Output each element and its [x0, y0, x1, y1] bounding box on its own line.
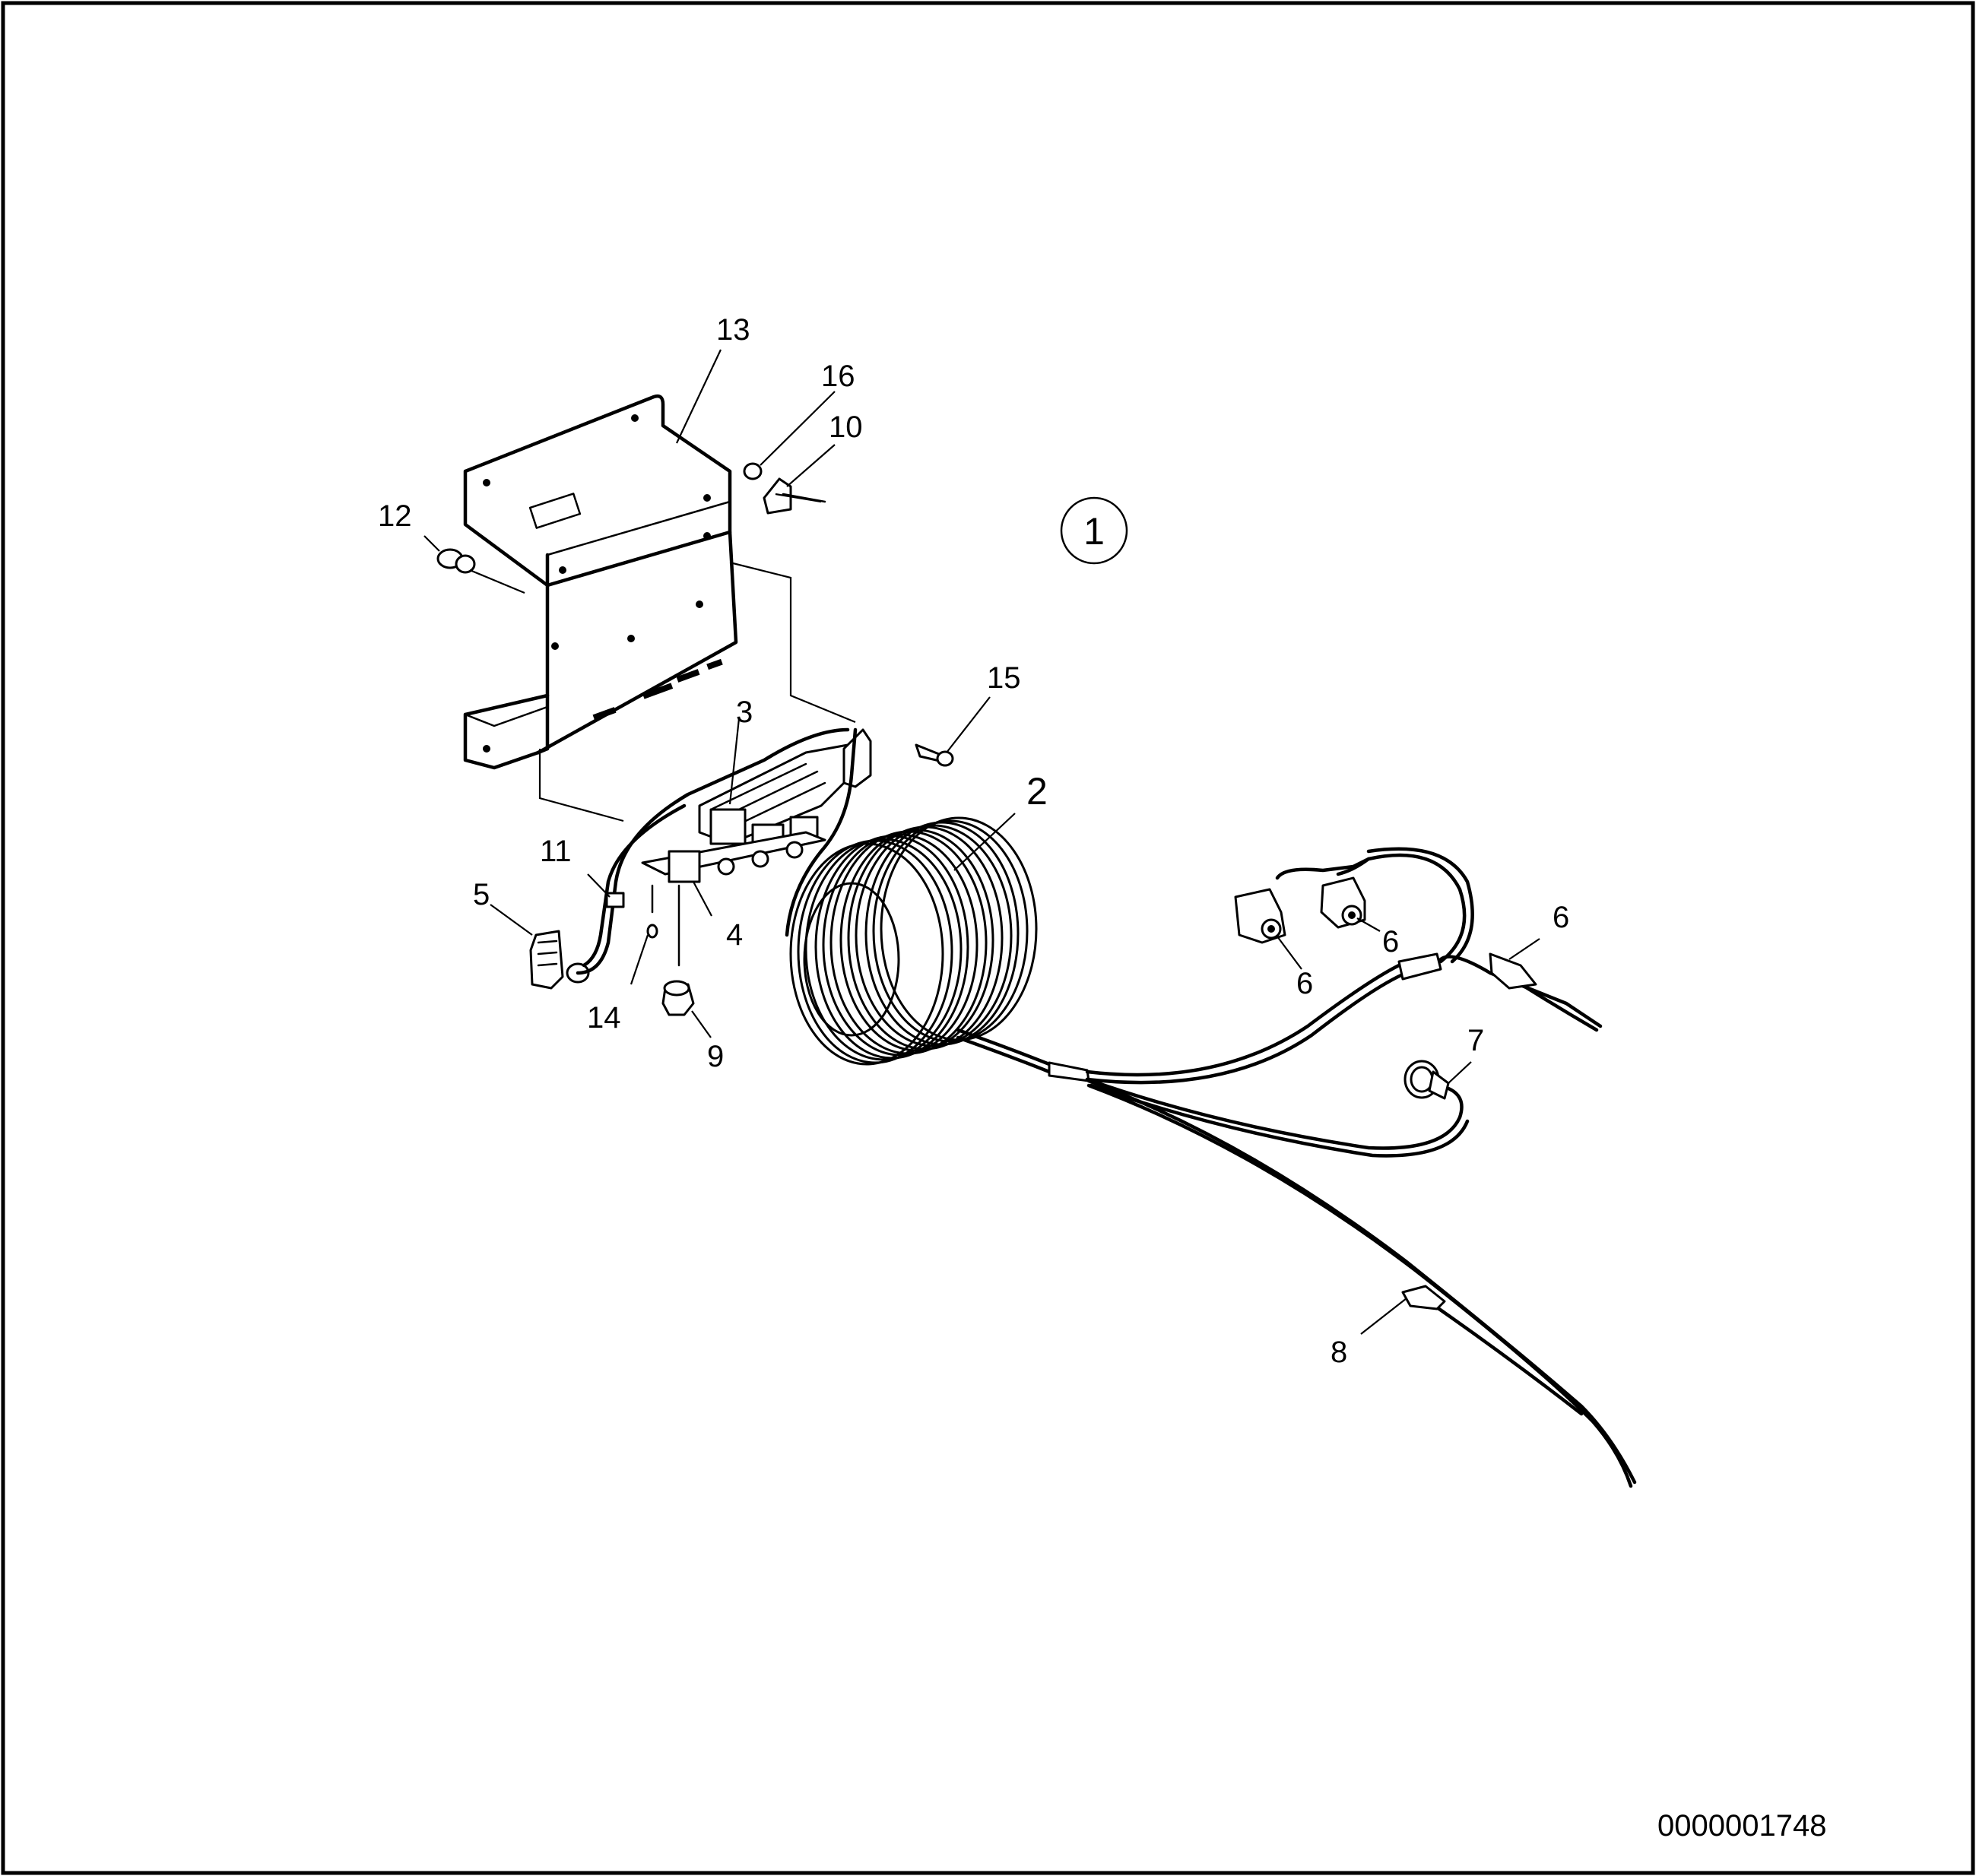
inline-connector: [1401, 1285, 1446, 1310]
callout-6-middle: 6: [1382, 925, 1399, 959]
callout-3: 3: [736, 696, 753, 729]
coil-ring: [822, 833, 978, 1057]
screw: [646, 884, 658, 939]
harness-coil: [785, 727, 1090, 1082]
sensor-left: [1234, 888, 1286, 944]
callout-2: 2: [1026, 770, 1048, 813]
harness-branches: [1085, 847, 1637, 1488]
drawing-number: 0000001748: [1657, 1809, 1826, 1843]
leader-lines: [423, 349, 1540, 1335]
callout-16: 16: [821, 360, 855, 393]
coil-ring: [804, 838, 963, 1061]
coil-ring: [847, 826, 1004, 1050]
harness-connector: [529, 930, 590, 990]
coil-ring: [829, 830, 988, 1055]
callout-14: 14: [587, 1001, 621, 1035]
callout-1: 1: [1083, 510, 1105, 553]
fuse-relay-module: [698, 728, 872, 849]
relay-bracket-plate: [641, 831, 826, 883]
callout-11: 11: [540, 835, 572, 868]
callout-12: 12: [378, 499, 412, 533]
grommet: [436, 548, 476, 574]
coil-ring: [814, 835, 969, 1060]
switch: [661, 884, 695, 1016]
clip: [763, 477, 826, 515]
mounting-bracket: [463, 394, 738, 770]
assembly-callout: 1: [1060, 496, 1128, 565]
round-connector: [1403, 1060, 1450, 1100]
sensor-middle: [1320, 876, 1366, 929]
coil-ring: [855, 824, 1013, 1047]
coil-ring: [789, 842, 944, 1066]
callout-9: 9: [707, 1040, 724, 1073]
callout-6-left: 6: [1296, 967, 1313, 1000]
nut: [743, 462, 763, 480]
callout-7: 7: [1467, 1024, 1484, 1057]
callout-10: 10: [829, 410, 863, 444]
callout-4: 4: [726, 918, 743, 952]
callout-6-right: 6: [1553, 901, 1569, 934]
callout-5: 5: [473, 878, 490, 911]
bolt: [915, 743, 954, 767]
short-harness: [576, 727, 850, 975]
callout-15: 15: [987, 661, 1021, 695]
cable-tie: [605, 892, 625, 908]
callout-13: 13: [716, 313, 750, 347]
coil-ring: [880, 816, 1038, 1041]
coil-ring: [872, 819, 1029, 1043]
coil-ring: [839, 829, 994, 1052]
callout-8: 8: [1331, 1336, 1347, 1369]
coil-inner: [803, 882, 900, 1037]
